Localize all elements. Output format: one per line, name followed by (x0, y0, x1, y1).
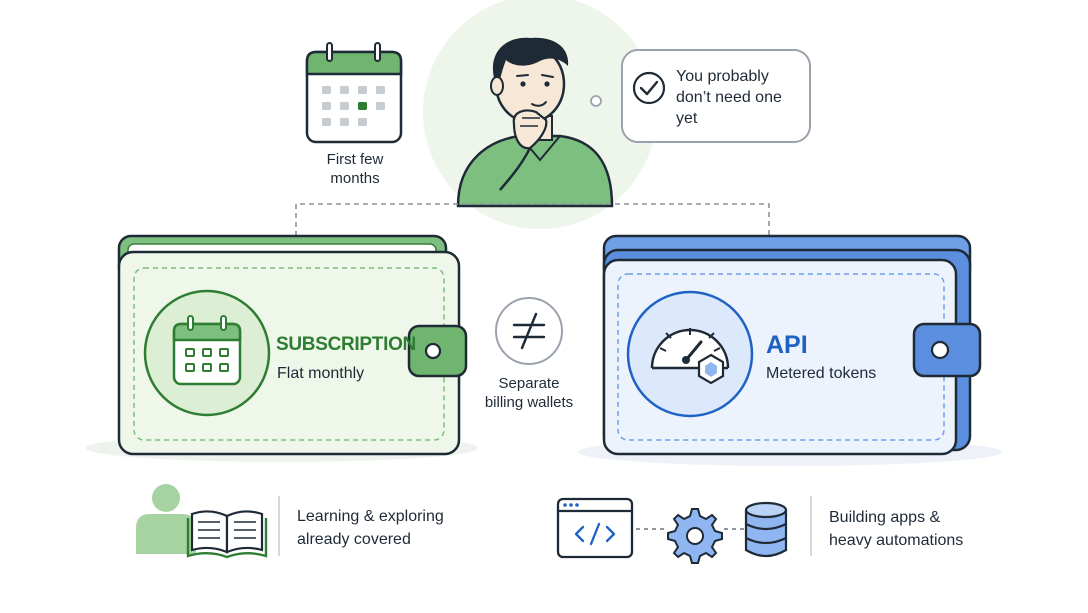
person-ear (490, 76, 504, 96)
person-hand (512, 109, 548, 150)
checkmark-icon (632, 71, 666, 105)
calendar-highlight-day (358, 102, 367, 110)
open-book-icon (186, 510, 268, 559)
api-description: Metered tokens (766, 365, 877, 382)
api-wallet (578, 234, 1002, 466)
api-use-case: Building apps & heavy automations (829, 509, 964, 549)
not-equal-icon (495, 297, 563, 365)
person-fingers (520, 117, 540, 127)
person-mouth (531, 101, 547, 107)
subscription-description: Flat monthly (277, 365, 365, 382)
person-brow-right (541, 74, 554, 78)
api-title: API (766, 331, 808, 359)
thought-bubble-text: You probably don’t need one yet (676, 68, 782, 127)
person-eye-left (520, 81, 526, 87)
database-icon (744, 501, 788, 558)
person-eye-right (544, 81, 550, 87)
person-area (423, 0, 657, 229)
gear-icon (667, 508, 723, 564)
separator-caption: Separate billing wallets (484, 375, 574, 411)
code-window-icon (556, 497, 634, 559)
speedometer-icon (650, 328, 730, 385)
thought-bubble (590, 49, 811, 143)
learner-icon (136, 484, 196, 554)
calendar-icon (172, 315, 242, 386)
subscription-use-case: Learning & exploring already covered (297, 508, 444, 548)
person-arm (499, 147, 532, 191)
calendar-caption: First few months (326, 151, 384, 187)
calendar-icon (305, 42, 403, 144)
subscription-wallet (86, 234, 478, 462)
subscription-title: SUBSCRIPTION (276, 334, 416, 355)
person-brow-left (516, 74, 529, 77)
person-hair (492, 37, 569, 88)
